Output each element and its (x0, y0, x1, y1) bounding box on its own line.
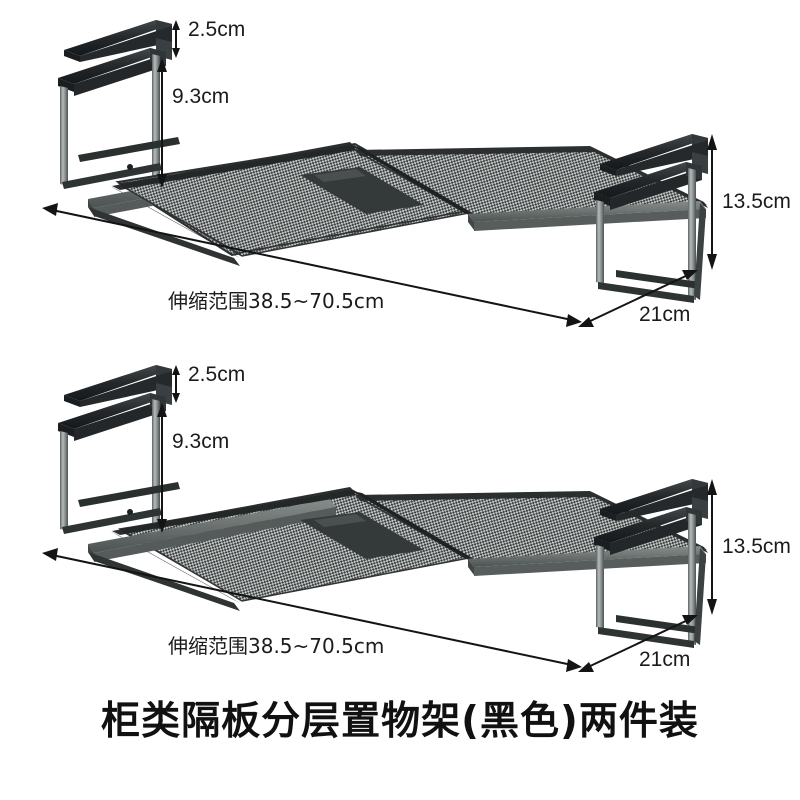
product-title: 柜类隔板分层置物架(黑色)两件装 (101, 699, 699, 744)
left-support-crossbars (62, 137, 180, 189)
label-depth: 21cm (639, 303, 691, 326)
dim-total-height (707, 479, 717, 615)
label-width-range: 伸缩范围38.5~70.5cm (168, 634, 385, 658)
label-width-range: 伸缩范围38.5~70.5cm (168, 289, 385, 313)
dim-under-clearance (157, 58, 167, 188)
dim-total-height (707, 134, 717, 270)
right-frame-edge (694, 548, 706, 645)
tray-rear-rail (120, 145, 356, 189)
label-under-clearance: 9.3cm (172, 430, 230, 453)
right-vertical-posts (596, 168, 696, 300)
left-vertical-posts (60, 399, 160, 533)
shelf-unit-bottom: 2.5cm 9.3cm 13.5cm 21cm 伸缩范围38.5~70.5cm (0, 345, 800, 695)
label-depth: 21cm (639, 648, 691, 671)
label-under-clearance: 9.3cm (172, 85, 230, 108)
right-hook-bracket (594, 479, 708, 555)
left-hook-bracket (58, 20, 172, 96)
label-total-height: 13.5cm (722, 190, 791, 213)
left-support-crossbars (62, 482, 180, 534)
dim-hook-gap (172, 365, 180, 403)
label-total-height: 13.5cm (722, 535, 791, 558)
right-vertical-posts (596, 513, 696, 645)
shelf-illustration (42, 365, 717, 672)
right-hook-bracket (594, 134, 708, 210)
left-hook-bracket (58, 365, 172, 441)
left-vertical-posts (60, 54, 160, 188)
telescoping-joint (300, 491, 474, 559)
dim-under-clearance (157, 403, 167, 533)
telescoping-joint (300, 146, 474, 214)
dim-hook-gap (172, 20, 180, 58)
shelf-unit-top: 2.5cm 9.3cm 13.5cm 21cm 伸缩范围38.5~70.5cm (0, 0, 800, 350)
tray-rear-rail (120, 490, 356, 534)
label-hook-gap: 2.5cm (188, 18, 246, 41)
label-hook-gap: 2.5cm (188, 363, 246, 386)
shelf-illustration (42, 20, 717, 327)
right-support-crossbars (598, 270, 700, 303)
dim-depth (578, 615, 698, 672)
dim-depth (578, 270, 698, 327)
dim-width-range (42, 548, 582, 672)
dim-width-range (42, 203, 582, 327)
right-frame-edge (694, 203, 706, 300)
right-support-crossbars (598, 615, 700, 648)
